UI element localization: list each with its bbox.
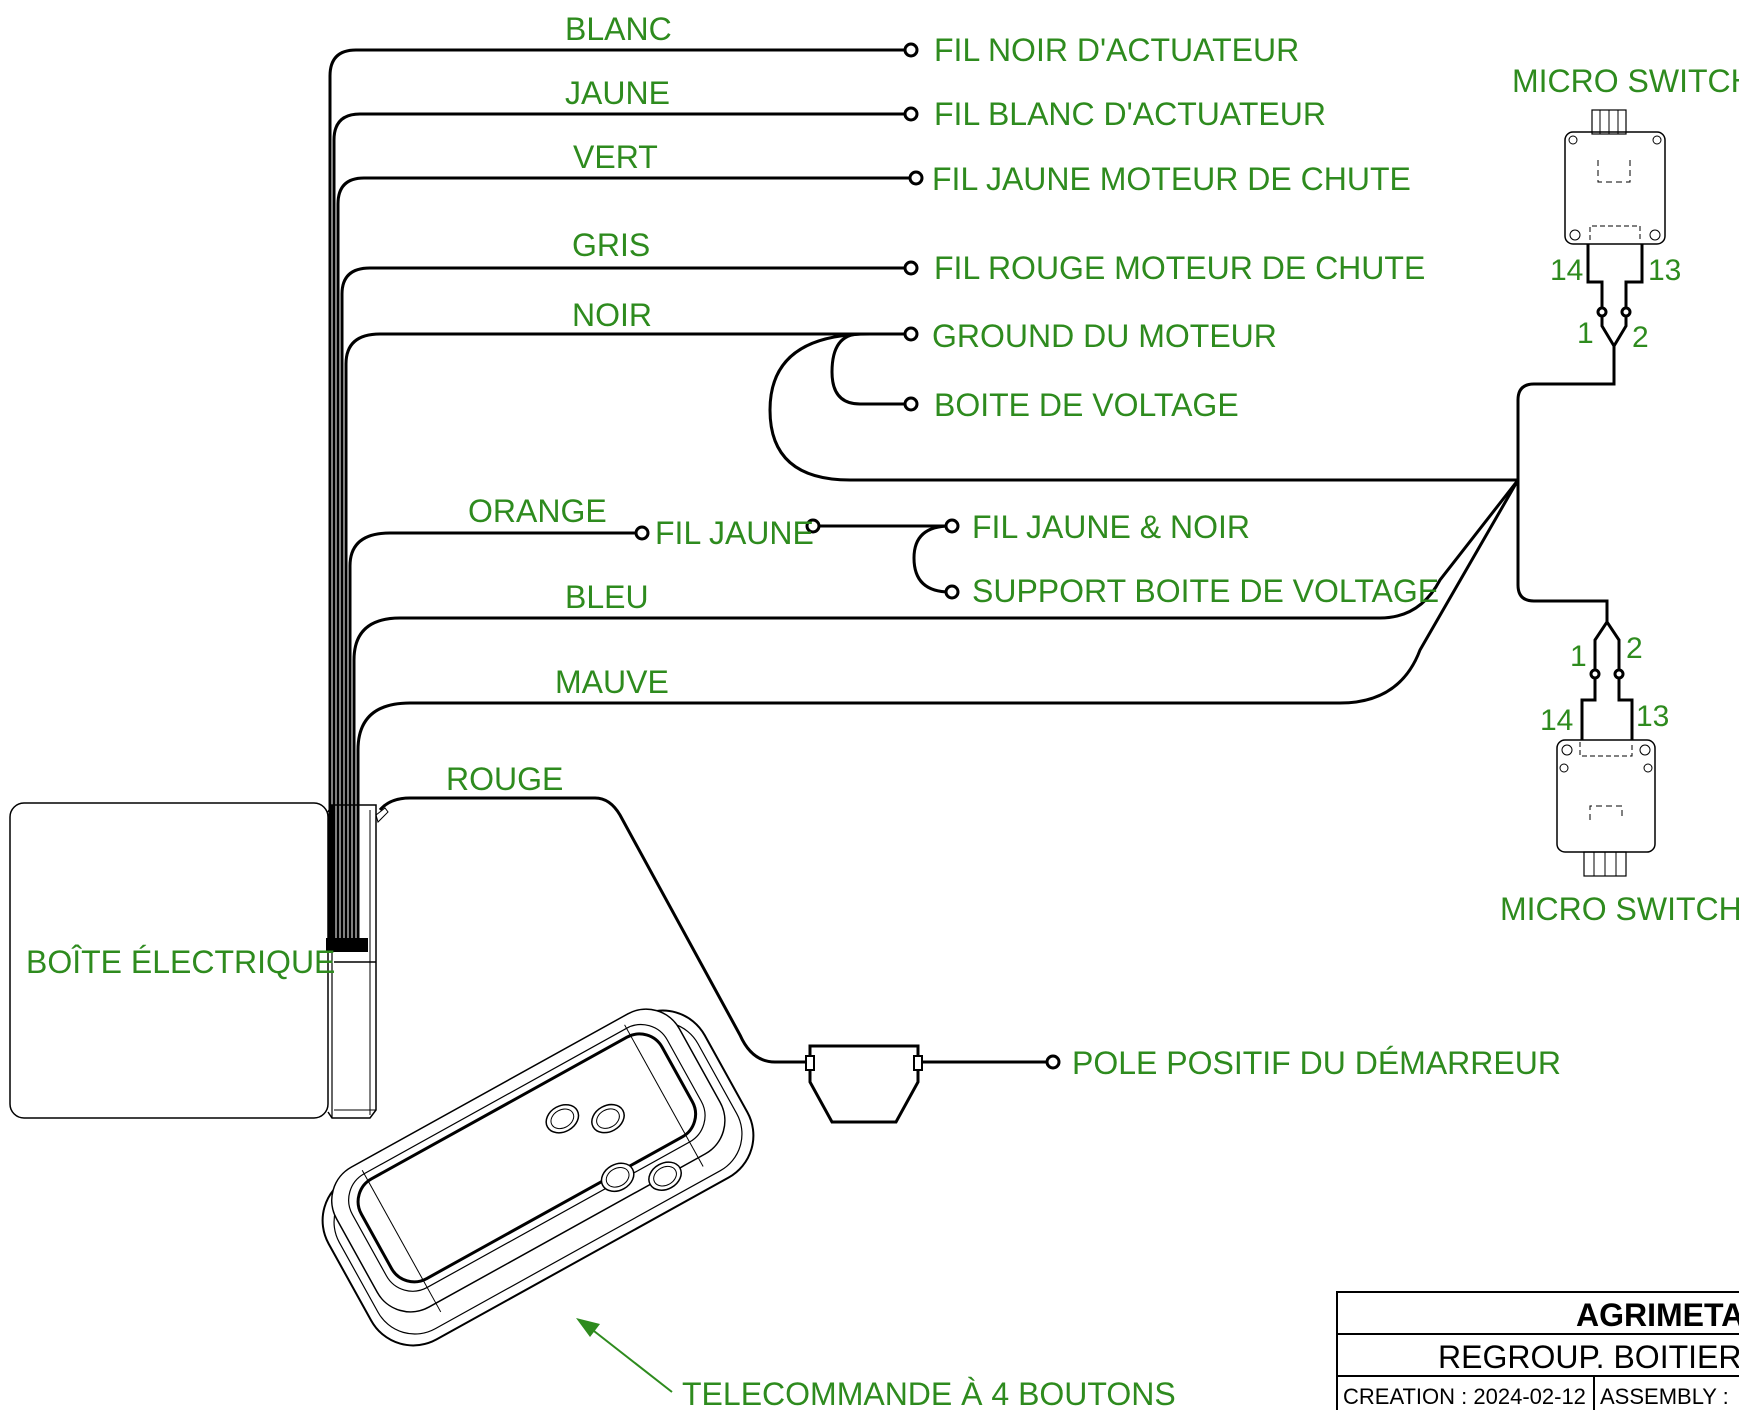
terminal-ring	[634, 525, 650, 541]
pin-number: 14	[1550, 254, 1583, 287]
terminal-ring	[944, 518, 960, 534]
noir-branches	[768, 332, 1518, 482]
pin-labels: 14 13 1 2 1 2 14 13	[1540, 254, 1681, 737]
wire-label-mauve: MAUVE	[555, 664, 669, 700]
terminal-labels: FIL NOIR D'ACTUATEUR FIL BLANC D'ACTUATE…	[655, 32, 1561, 1081]
remote-button	[545, 1103, 580, 1134]
remote-control	[321, 1008, 755, 1347]
pin-number: 13	[1636, 700, 1669, 733]
pin-number: 2	[1626, 632, 1643, 665]
wire-label-noir: NOIR	[572, 297, 652, 333]
terminal-ring	[903, 260, 919, 276]
switch-junction	[1516, 346, 1616, 622]
terminal-label: GROUND DU MOTEUR	[932, 318, 1277, 354]
orange-splice	[813, 524, 951, 594]
terminal-ring	[903, 396, 919, 412]
wire-label-jaune: JAUNE	[565, 75, 670, 111]
terminal-label: BOITE DE VOLTAGE	[934, 387, 1239, 423]
inline-fuse-holder	[805, 1044, 1050, 1124]
wire-label-vert: VERT	[573, 139, 658, 175]
remote-button	[648, 1161, 682, 1191]
title-block: AGRIMETAL REGROUP. BOITIER E CREATION : …	[1336, 1291, 1739, 1410]
remote-button	[600, 1162, 635, 1193]
terminal-label: FIL JAUNE MOTEUR DE CHUTE	[932, 161, 1411, 197]
telecommande-label: TELECOMMANDE À 4 BOUTONS	[682, 1376, 1176, 1410]
terminal-label: SUPPORT BOITE DE VOLTAGE	[972, 573, 1439, 609]
terminal-ring	[903, 106, 919, 122]
wire-labels: BLANC JAUNE VERT GRIS NOIR ORANGE BLEU M…	[446, 11, 672, 797]
terminal-label: FIL JAUNE	[655, 515, 814, 551]
boite-electrique-label: BOÎTE ÉLECTRIQUE	[26, 944, 335, 980]
terminals	[634, 42, 1061, 1070]
terminal-label: FIL ROUGE MOTEUR DE CHUTE	[934, 250, 1425, 286]
component-labels: BOÎTE ÉLECTRIQUE MICRO SWITCH MICRO SWIT…	[26, 63, 1739, 1410]
title-block-creation: CREATION : 2024-02-12	[1343, 1384, 1586, 1409]
wire-label-rouge: ROUGE	[446, 761, 563, 797]
terminal-ring	[903, 42, 919, 58]
terminal-ring	[944, 584, 960, 600]
title-block-company: AGRIMETAL	[1576, 1297, 1739, 1333]
micro-switch-bottom	[1556, 619, 1656, 877]
title-block-assembly: ASSEMBLY :	[1600, 1384, 1729, 1409]
wire-label-orange: ORANGE	[468, 493, 607, 529]
pin-number: 1	[1570, 640, 1587, 673]
wire-label-gris: GRIS	[572, 227, 650, 263]
terminal-label: FIL NOIR D'ACTUATEUR	[934, 32, 1299, 68]
micro-switch-bottom-label: MICRO SWITCH	[1500, 891, 1739, 927]
micro-switch-top	[1564, 109, 1666, 349]
pin-number: 13	[1648, 254, 1681, 287]
pin-number: 2	[1632, 321, 1649, 354]
pin-number: 14	[1540, 704, 1573, 737]
terminal-label: POLE POSITIF DU DÉMARREUR	[1072, 1045, 1561, 1081]
terminal-label: FIL JAUNE & NOIR	[972, 509, 1250, 545]
remote-leader-arrow	[576, 1318, 673, 1393]
wire-harness	[328, 48, 1520, 1064]
wire-label-blanc: BLANC	[565, 11, 672, 47]
pin-number: 1	[1577, 317, 1594, 350]
remote-button	[591, 1103, 625, 1134]
title-block-title: REGROUP. BOITIER E	[1438, 1339, 1739, 1375]
micro-switch-top-label: MICRO SWITCH	[1512, 63, 1739, 99]
wire-label-bleu: BLEU	[565, 579, 649, 615]
terminal-ring	[908, 170, 924, 186]
terminal-ring	[1045, 1054, 1061, 1070]
electrical-box	[9, 802, 389, 1119]
terminal-ring	[903, 326, 919, 342]
terminal-ring	[805, 518, 821, 534]
terminal-label: FIL BLANC D'ACTUATEUR	[934, 96, 1326, 132]
